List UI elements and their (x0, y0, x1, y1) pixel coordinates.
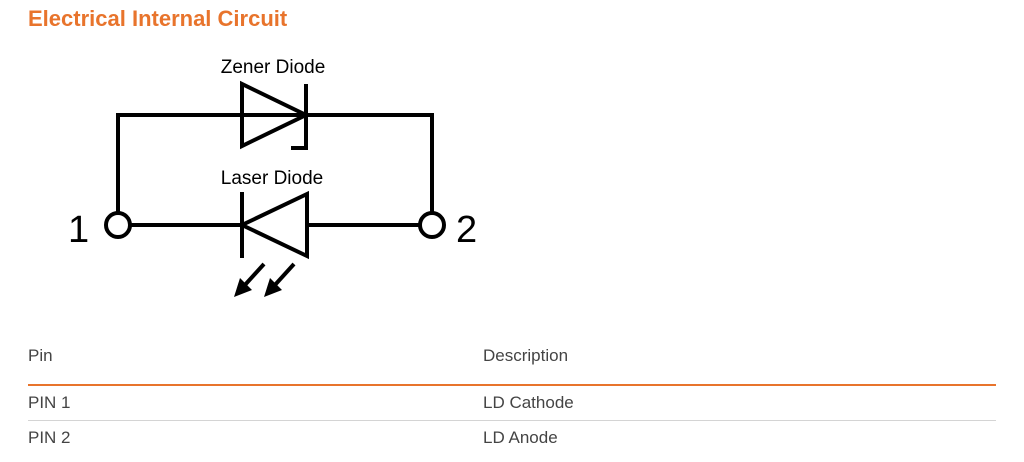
zener-diode-label: Zener Diode (221, 57, 326, 78)
section-title: Electrical Internal Circuit (28, 6, 288, 31)
row-description: LD Cathode (483, 393, 574, 412)
terminal-1-circle (104, 211, 132, 239)
emission-arrow-1-shaft (242, 262, 266, 288)
pin-description-table: Pin Description PIN 1 LD Cathode PIN 2 L… (28, 336, 996, 455)
pin-1-label: 1 (68, 209, 89, 251)
terminal-2-circle (418, 211, 446, 239)
row-pin: PIN 1 (28, 393, 71, 412)
table-header-row: Pin Description (28, 336, 996, 386)
laser-diode-triangle (237, 190, 309, 260)
emission-arrow-1-head (234, 278, 252, 297)
internal-circuit-diagram: Zener Diode Laser Diode 1 2 (68, 57, 477, 297)
table-row: PIN 1 LD Cathode (28, 386, 996, 421)
header-description: Description (483, 346, 569, 365)
header-pin: Pin (28, 346, 53, 365)
zener-diode-triangle (240, 80, 311, 150)
emission-arrow-2-shaft (272, 262, 296, 288)
row-pin: PIN 2 (28, 428, 71, 447)
zener-diode-bar (291, 84, 308, 150)
row-description: LD Anode (483, 428, 558, 447)
table-row: PIN 2 LD Anode (28, 421, 996, 455)
emission-arrow-2-head (264, 278, 282, 297)
top-wire (116, 113, 434, 212)
laser-diode-label: Laser Diode (221, 168, 323, 189)
pin-2-label: 2 (456, 209, 477, 251)
